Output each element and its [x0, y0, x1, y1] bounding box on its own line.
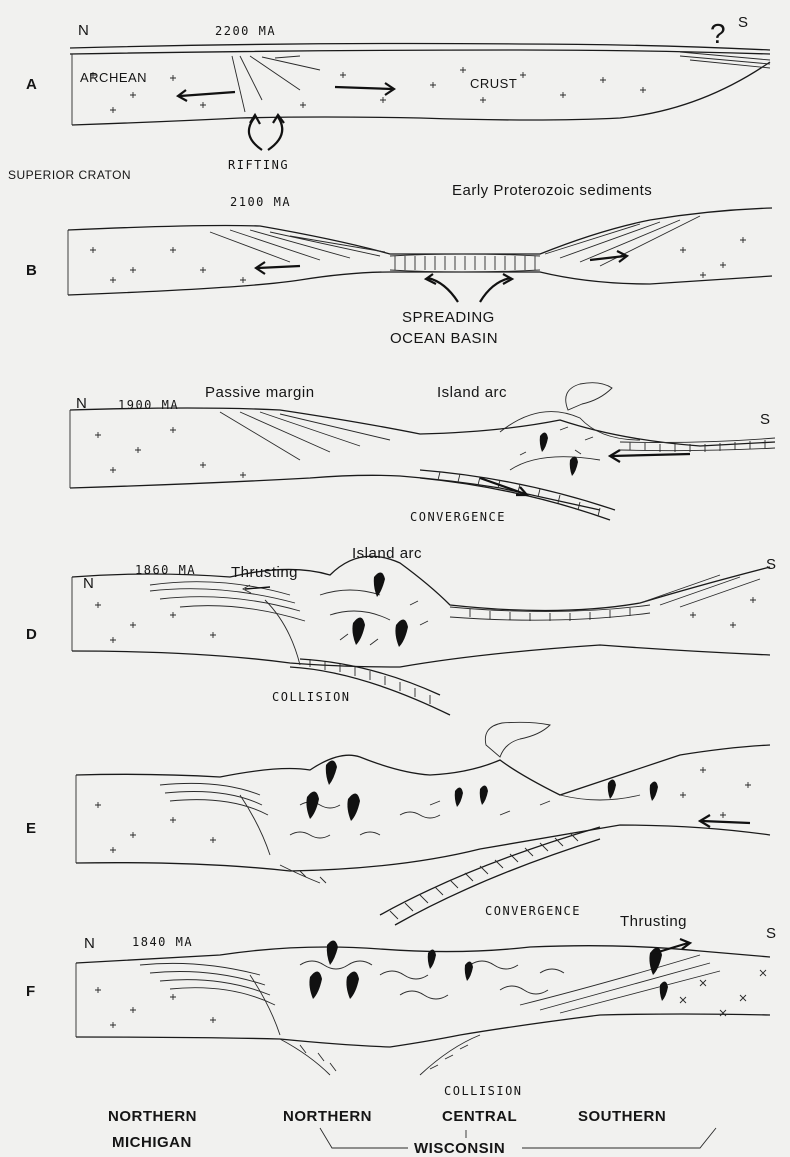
panel-d-cross-section — [0, 545, 790, 710]
panel-f-cross-section — [0, 935, 790, 1100]
island-arc-label: Island arc — [437, 384, 507, 401]
north-label: N — [84, 935, 95, 952]
collision-label: COLLISION — [444, 1084, 523, 1098]
panel-a-letter: A — [26, 76, 37, 93]
sediments-label: Early Proterozoic sediments — [452, 182, 652, 199]
crust-pattern-e — [95, 767, 751, 853]
panel-e-letter: E — [26, 820, 36, 837]
panel-b-letter: B — [26, 262, 37, 279]
panel-a-cross-section — [0, 0, 790, 175]
convergence-label: CONVERGENCE — [410, 510, 506, 524]
age-label: 1840 MA — [132, 935, 193, 949]
island-arc-label: Island arc — [352, 545, 422, 562]
crust-pattern — [90, 67, 646, 113]
thrusting-label: Thrusting — [620, 913, 687, 930]
spreading-label: SPREADING — [402, 309, 495, 326]
convergence-label: CONVERGENCE — [485, 904, 581, 918]
thrusting-label: Thrusting — [231, 564, 298, 581]
question-mark: ? — [710, 18, 726, 50]
collision-label: COLLISION — [272, 690, 351, 704]
age-label: 2100 MA — [230, 195, 291, 209]
crust-pattern-d — [95, 597, 756, 643]
margin-sediments — [220, 412, 390, 460]
north-label: N — [83, 575, 94, 592]
deformed-layers-e — [160, 783, 640, 883]
age-label: 1860 MA — [135, 563, 196, 577]
crust-pattern-b — [90, 237, 746, 283]
south-label: S — [766, 556, 777, 573]
ocean-crust-pattern — [395, 256, 535, 270]
age-label: 1900 MA — [118, 398, 179, 412]
south-label: S — [760, 411, 771, 428]
slab-pattern — [438, 438, 775, 516]
wisconsin-bracket — [0, 1120, 790, 1155]
panel-d-letter: D — [26, 626, 37, 643]
south-label: S — [738, 14, 749, 31]
archean-label: ARCHEAN — [80, 70, 147, 85]
ocean-basin-label: OCEAN BASIN — [390, 330, 498, 347]
north-label: N — [78, 22, 89, 39]
rifting-label: RIFTING — [228, 158, 289, 172]
panel-e-cross-section — [0, 765, 790, 925]
south-label: S — [766, 925, 777, 942]
age-label: 2200 MA — [215, 24, 276, 38]
panel-b-cross-section — [0, 180, 790, 350]
panel-c-cross-section — [0, 370, 790, 535]
panel-f-letter: F — [26, 983, 35, 1000]
divergence-arrows — [178, 83, 394, 150]
crust-label: CRUST — [470, 76, 517, 91]
north-label: N — [76, 395, 87, 412]
crust-pattern-f — [95, 970, 766, 1028]
crust-pattern-c — [95, 427, 246, 478]
passive-margin-label: Passive margin — [205, 384, 315, 401]
